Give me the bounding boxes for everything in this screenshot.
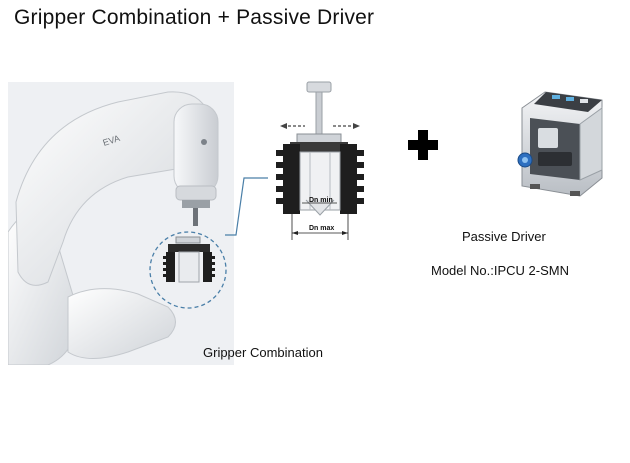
passive-driver-caption: Passive Driver bbox=[462, 229, 546, 244]
model-number-caption: Model No.:IPCU 2-SMN bbox=[431, 263, 569, 278]
gripper-combination-caption: Gripper Combination bbox=[203, 345, 323, 360]
